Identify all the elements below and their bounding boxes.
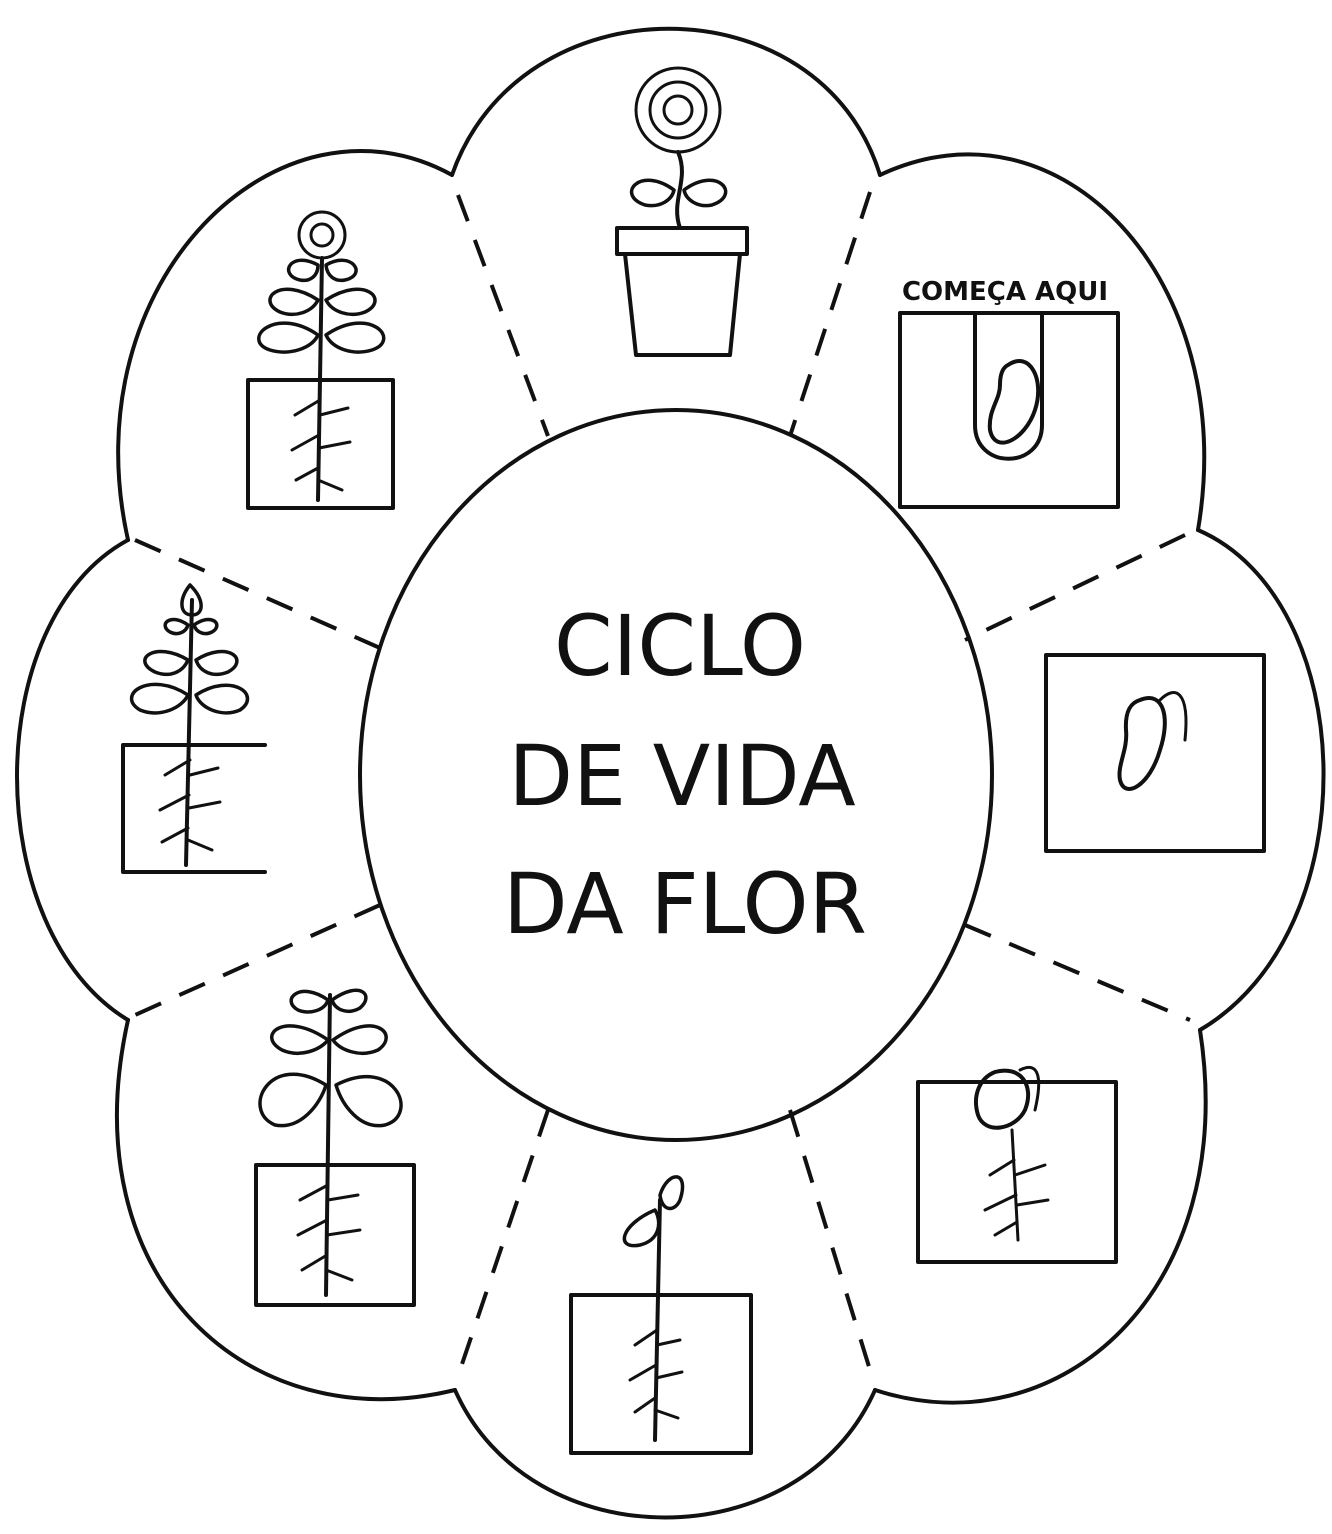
seedling-leaf-left [622,1208,661,1248]
leaf-small-left [163,617,190,636]
seedling-stem [653,1198,662,1442]
flower-head-inner [662,94,694,126]
stage-budding-plant [246,210,395,510]
title-line-1: CICLO [554,597,806,695]
growing-plant-icon [158,758,222,852]
sprouting-seed-icon [1117,696,1167,791]
leaf-mid-right [331,1024,388,1055]
stage-seed-in-soil: COMEÇA AQUI [898,277,1120,509]
title-line-3: DA FLOR [503,855,867,953]
seedling-icon [628,1328,684,1420]
leaf-low-right [334,1075,403,1128]
stage-growing-plant [121,583,267,874]
leaf-top-right [330,988,368,1013]
stage-seed-sprouting [1044,653,1266,853]
root-branches [983,1158,1050,1237]
stage-seedling [569,1175,753,1455]
cut-line-bottom-right [788,1109,872,1371]
leaf-mid-left [143,649,190,677]
petal-top-right [878,152,1207,532]
seed-icon [987,359,1041,445]
soil-box [254,1163,416,1307]
cut-line-right-upper [964,533,1186,642]
stage-seed-with-roots [916,1066,1118,1264]
pot-rim [615,226,749,256]
budding-plant-stem [316,256,324,502]
leaf-low-left [130,682,190,715]
leaf-mid-left [268,287,320,317]
leaf-mid-left [270,1024,330,1055]
sprout-tip [1158,691,1188,742]
leaf-low-left [258,1072,328,1128]
center-circle [358,408,994,1142]
flower-stem [675,150,684,230]
leaf-top-left [287,258,320,283]
budding-plant-icon [290,398,352,492]
flower-leaf-right [682,178,728,208]
planting-hole [973,311,1044,461]
flower-bud-outer [297,210,347,260]
cut-line-top-right [788,191,872,437]
petal-bottom [453,1388,877,1520]
flower-leaf-left [630,178,676,208]
soil-box [569,1293,753,1455]
stage-young-plant [254,988,416,1307]
hypocotyl [1018,1066,1041,1112]
soil-box [916,1080,1118,1264]
cut-line-right-lower [964,923,1191,1022]
leaf-top-right [324,258,358,283]
soil-box [121,743,267,874]
leaf-low-right [194,683,250,715]
leaf-small-right [192,617,219,636]
leaf-top-left [289,989,330,1014]
cut-lines [134,191,1191,1371]
stage-flower-in-pot [615,66,749,357]
start-label: COMEÇA AQUI [902,277,1108,307]
soil-box [898,311,1120,509]
petal-bottom-left [115,1018,457,1402]
young-plant-icon [296,1183,362,1282]
flower-outline [15,26,1326,1520]
petal-right [1196,528,1326,1032]
flower-bud-inner [309,222,335,248]
young-plant-stem [324,993,332,1297]
petal-top [450,26,882,177]
flower-head-middle [648,80,708,140]
leaf-low-left [257,321,320,354]
soil-box [1044,653,1266,853]
cut-line-top-left [456,194,550,437]
seedling-leaf-right [658,1175,685,1211]
cut-line-bottom-left [458,1109,550,1371]
petal-left [15,538,130,1022]
leaf-mid-right [194,649,239,677]
growing-plant-stem [184,598,194,867]
leaf-mid-right [324,287,377,317]
rooted-seed-icon [974,1068,1031,1130]
potted-flower-icon [623,252,742,357]
petal-bottom-right [873,1028,1208,1405]
title-line-2: DE VIDA [508,727,855,825]
petal-top-left [116,148,454,542]
leaf-low-right [324,321,386,354]
